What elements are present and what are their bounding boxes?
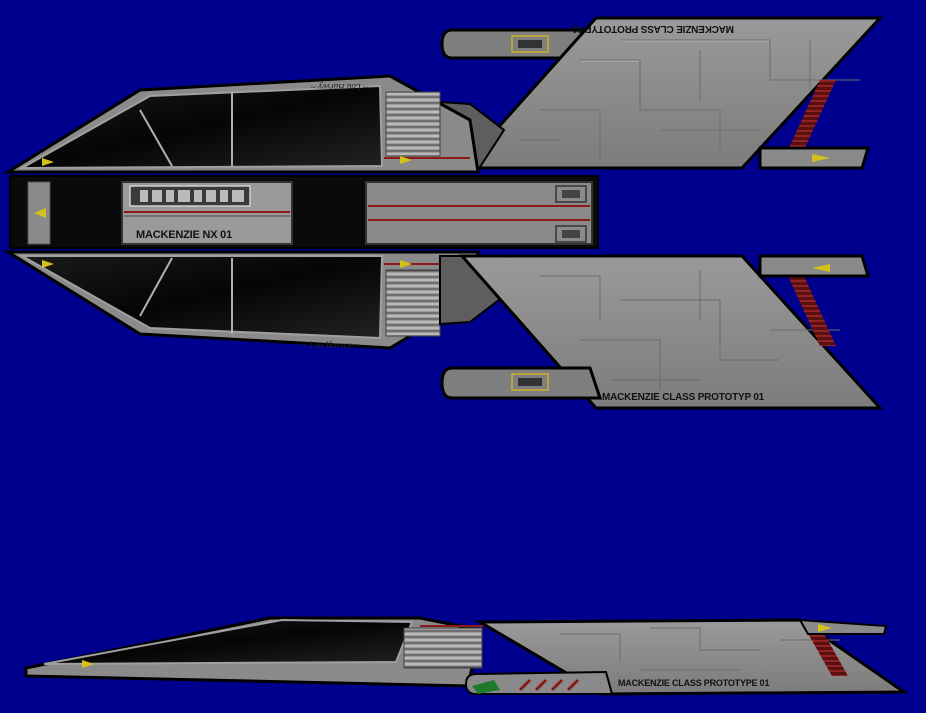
side-wing-label: MACKENZIE CLASS PROTOTYPE 01 (618, 678, 769, 688)
lower-nacelle-pod (440, 366, 603, 400)
side-nacelle (464, 670, 614, 695)
lower-wing-label: MACKENZIE CLASS PROTOTYP 01 (602, 392, 765, 403)
upper-nacelle-pod (440, 28, 603, 60)
upper-signature: ~ Lou Harvey ~ (311, 82, 368, 92)
registry-label: MACKENZIE NX 01 (136, 229, 232, 241)
upper-wing-label: MACKENZIE CLASS PROTOTYP 01 (571, 23, 734, 34)
side-view-ship: MACKENZIE CLASS PROTOTYPE 01 (24, 616, 909, 696)
side-aft-fin (798, 618, 888, 635)
upper-wing: MACKENZIE CLASS PROTOTYP 01 (458, 16, 884, 170)
upper-fuselage: ~ Lou Harvey ~ (2, 74, 480, 174)
lower-aft-fin (758, 254, 871, 278)
lower-fuselage: ~ Lou Harvey ~ (2, 250, 480, 350)
central-spine: MACKENZIE NX 01 (9, 175, 599, 249)
lower-signature: ~ Lou Harvey ~ (302, 340, 359, 350)
top-view-ship: MACKENZIE CLASS PROTOTYP 01 ~ Lou Harvey… (2, 16, 884, 410)
side-canopy (43, 618, 414, 665)
